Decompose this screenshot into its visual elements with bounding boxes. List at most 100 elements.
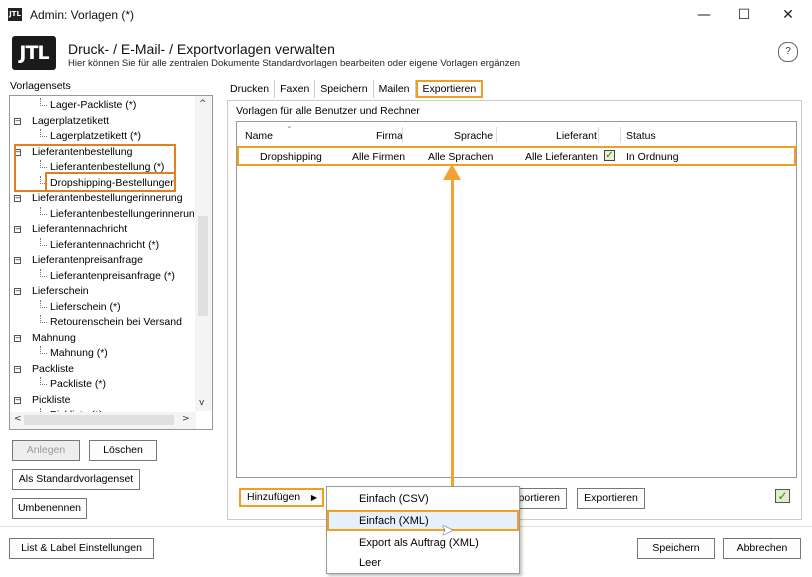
tree-group[interactable]: Lagerplatzetikett — [32, 114, 110, 127]
tree-group[interactable]: Packliste — [32, 362, 75, 375]
tree-connector — [40, 175, 47, 184]
tree-connector — [40, 237, 47, 246]
title-bar: JTL Admin: Vorlagen (*) — ☐ ✕ — [0, 0, 812, 30]
tree-collapse-icon[interactable]: − — [14, 194, 21, 202]
cell-lieferant: Alle Lieferanten — [525, 151, 598, 163]
menu-item-xml[interactable]: Einfach (XML) — [359, 515, 429, 527]
minimize-icon[interactable]: — — [697, 7, 711, 23]
set-default-button[interactable]: Als Standardvorlagenset — [12, 469, 140, 490]
cancel-button[interactable]: Abbrechen — [723, 538, 801, 559]
scroll-thumb[interactable] — [198, 216, 208, 316]
cell-status: In Ordnung — [626, 151, 679, 163]
submenu-arrow-icon: ▶ — [310, 493, 317, 502]
tree-item[interactable]: Packliste (*) — [50, 378, 107, 390]
tree-collapse-icon[interactable]: − — [14, 116, 21, 125]
tree-connector — [40, 129, 47, 137]
tree-scrollbar-horizontal[interactable] — [10, 412, 196, 429]
cell-name: Dropshipping — [260, 151, 322, 163]
tab-exportieren[interactable]: Exportieren — [415, 80, 484, 98]
add-set-button[interactable]: Anlegen — [12, 440, 80, 461]
tree-item-highlight — [45, 172, 176, 192]
tree-item[interactable]: Lagerplatzetikett (*) — [50, 130, 142, 142]
tree-item[interactable]: Lieferantenpreisanfrage (*) — [50, 269, 175, 282]
maximize-icon[interactable]: ☐ — [737, 7, 751, 23]
tree-connector — [40, 315, 47, 323]
tree-group[interactable]: Mahnung — [32, 331, 76, 344]
tree-item[interactable]: Lager-Packliste (*) — [50, 99, 137, 111]
tree-connector — [40, 299, 47, 308]
column-divider — [496, 127, 497, 143]
scroll-down-icon[interactable]: v — [199, 398, 205, 408]
column-header-lieferant[interactable]: Lieferant — [556, 130, 597, 142]
column-header-sprache[interactable]: Sprache — [454, 130, 494, 142]
tab-speichern[interactable]: Speichern — [315, 80, 374, 98]
menu-item-highlight — [327, 510, 519, 531]
tree-connector — [40, 268, 47, 277]
mouse-cursor-icon: ➤ — [441, 521, 454, 539]
app-icon: JTL — [8, 8, 22, 21]
tree-connector — [40, 160, 47, 168]
scroll-right-icon[interactable]: > — [182, 414, 190, 424]
tree-connector — [40, 206, 47, 215]
tree-item[interactable]: Mahnung (*) — [50, 347, 108, 359]
tree-group[interactable]: Lieferantenbestellungerinnerung — [32, 192, 183, 204]
close-icon[interactable]: ✕ — [782, 7, 794, 23]
scroll-up-icon[interactable]: ^ — [199, 99, 207, 109]
menu-item-empty[interactable]: Leer — [359, 557, 382, 569]
save-button[interactable]: Speichern — [637, 538, 715, 559]
tree-collapse-icon[interactable]: − — [14, 364, 21, 373]
page-subtitle: Hier können Sie für alle zentralen Dokum… — [68, 58, 521, 69]
cell-sprache: Alle Sprachen — [428, 151, 494, 163]
tree-item[interactable]: Lieferschein (*) — [50, 300, 121, 313]
tree-group[interactable]: Lieferantenbestellung — [32, 145, 133, 158]
templates-list[interactable] — [236, 121, 797, 478]
tree-connector — [40, 377, 47, 385]
column-header-firma[interactable]: Firma — [376, 130, 403, 142]
column-header-status[interactable]: Status — [626, 130, 656, 142]
tree-collapse-icon[interactable]: − — [14, 333, 21, 342]
tree-collapse-icon[interactable]: − — [14, 225, 21, 233]
add-template-button[interactable]: Hinzufügen ▶ — [239, 488, 324, 507]
tree-group[interactable]: Lieferantennachricht — [32, 223, 128, 235]
rename-set-button[interactable]: Umbenennen — [12, 498, 87, 519]
status-ok-icon: ✓ — [604, 150, 615, 161]
tab-faxen[interactable]: Faxen — [275, 80, 316, 98]
tree-group[interactable]: Pickliste — [32, 393, 71, 406]
window-title: Admin: Vorlagen (*) — [30, 8, 135, 22]
column-divider — [598, 127, 599, 143]
tree-group[interactable]: Lieferantenpreisanfrage — [32, 254, 143, 266]
tab-drucken[interactable]: Drucken — [225, 80, 276, 98]
tree-collapse-icon[interactable]: − — [14, 395, 21, 404]
tree-group[interactable]: Lieferschein — [32, 285, 89, 297]
help-icon[interactable]: ? — [778, 42, 798, 62]
tree-item[interactable]: Lieferantennachricht (*) — [50, 238, 160, 251]
add-template-label: Hinzufügen — [247, 491, 301, 503]
tree-item[interactable]: Lieferantenbestellungerinnerung — [50, 207, 201, 220]
annotation-arrow-head — [443, 164, 461, 180]
status-ok-icon: ✓ — [775, 489, 790, 503]
tab-mailen[interactable]: Mailen — [374, 80, 416, 98]
annotation-arrow — [451, 178, 454, 506]
tree-connector — [40, 346, 47, 354]
tree-item[interactable]: Retourenschein bei Versand — [50, 316, 182, 328]
tree-item[interactable]: Lieferantenbestellung (*) — [50, 161, 165, 173]
menu-item-order-xml[interactable]: Export als Auftrag (XML) — [359, 537, 479, 549]
delete-set-button[interactable]: Löschen — [89, 440, 157, 461]
column-divider — [620, 127, 621, 143]
menu-item-csv[interactable]: Einfach (CSV) — [359, 493, 429, 505]
tree-collapse-icon[interactable]: − — [14, 256, 21, 264]
jtl-logo: JTL — [12, 36, 56, 70]
tree-collapse-icon[interactable]: − — [14, 287, 21, 295]
tree-item[interactable]: Dropshipping-Bestellungen — [50, 176, 177, 189]
column-header-name[interactable]: Name — [245, 130, 274, 142]
list-label-settings-button[interactable]: List & Label Einstellungen — [9, 538, 154, 559]
scroll-thumb[interactable] — [24, 415, 174, 425]
export-button[interactable]: Exportieren — [577, 488, 645, 509]
tree-scrollbar-vertical[interactable] — [195, 96, 212, 411]
group-title: Vorlagen für alle Benutzer und Rechner — [236, 105, 420, 117]
scroll-left-icon[interactable]: < — [14, 414, 22, 424]
table-row[interactable] — [237, 146, 796, 166]
column-divider — [402, 127, 403, 143]
